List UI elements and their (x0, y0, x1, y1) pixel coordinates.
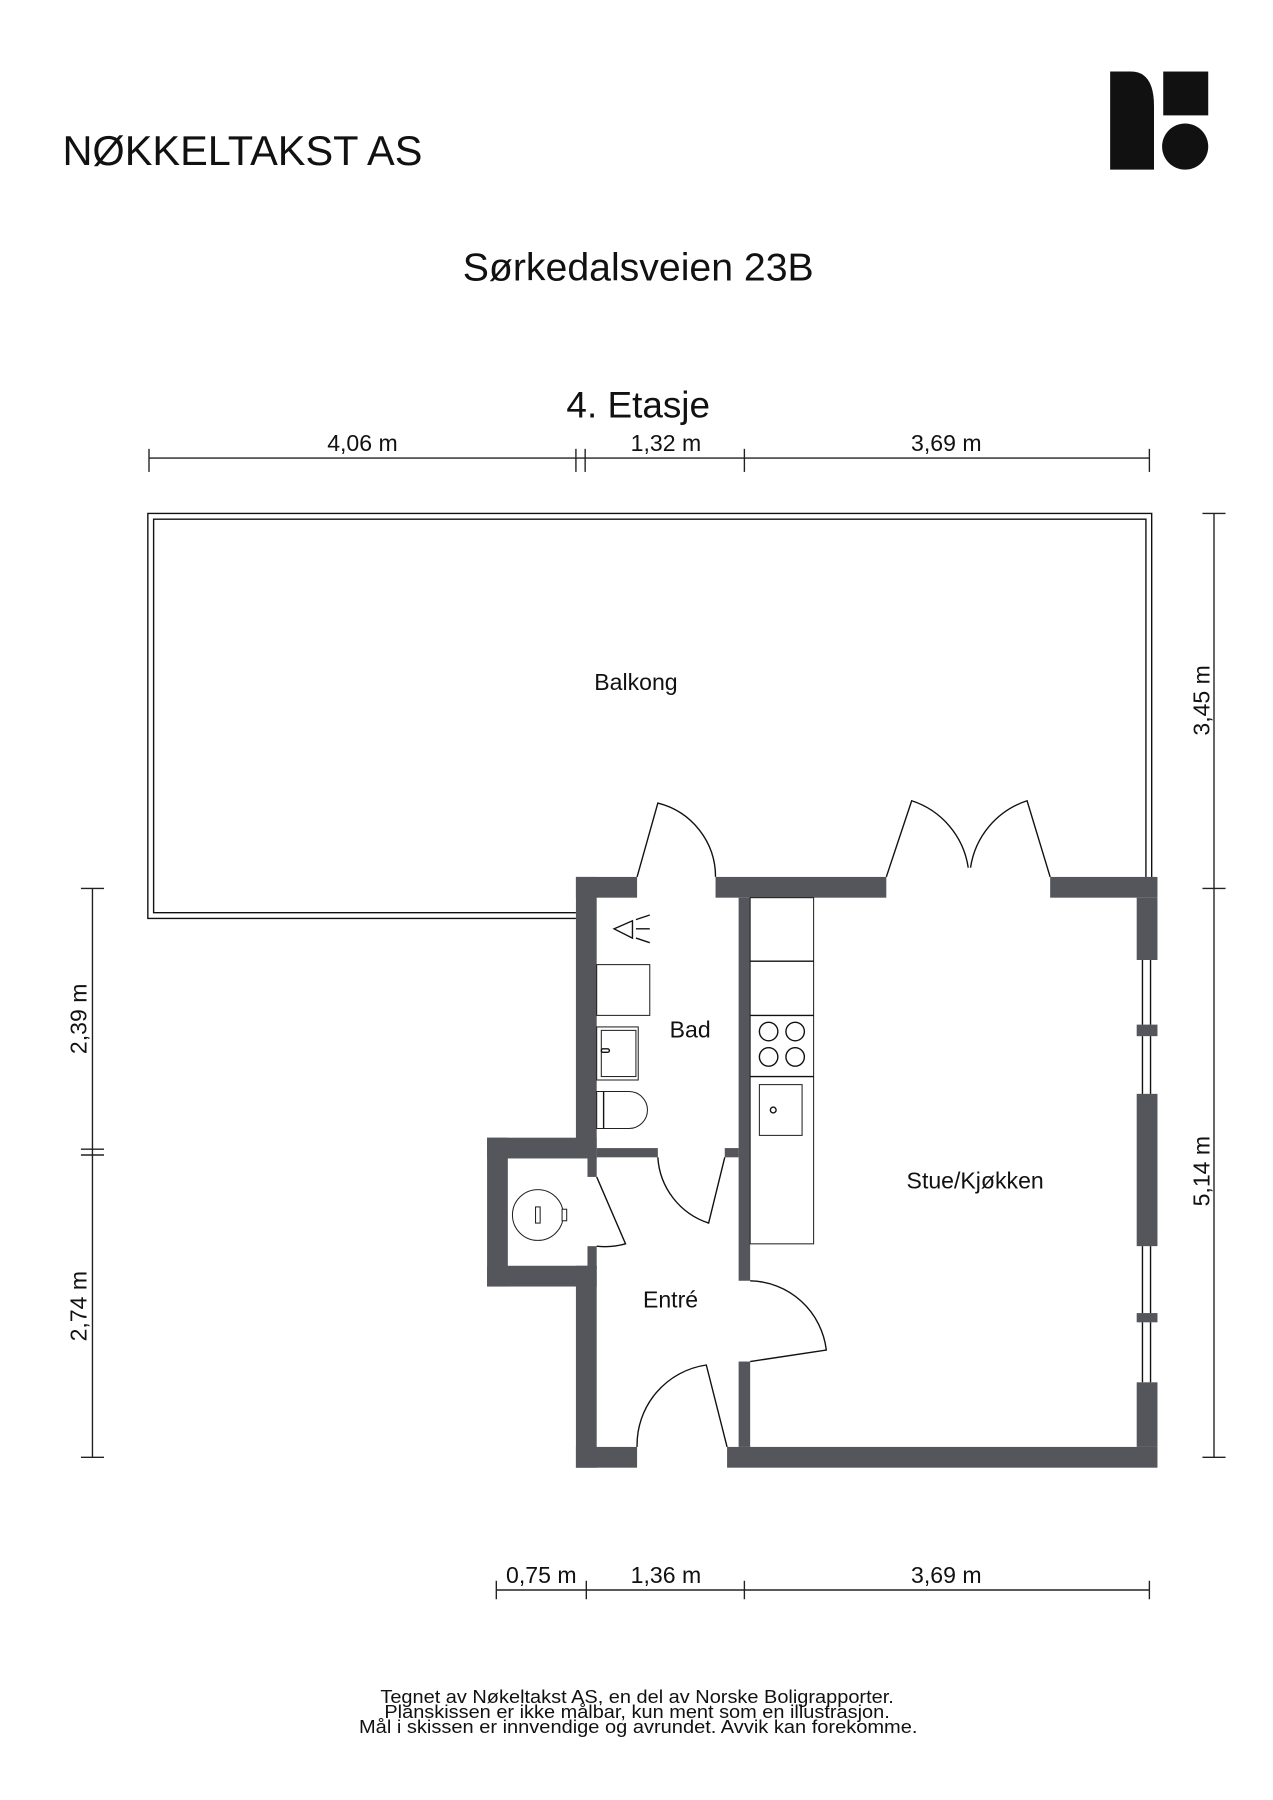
dim-left-1: 2,39 m (66, 984, 92, 1055)
dim-bottom-1: 0,75 m (506, 1562, 577, 1588)
room-label-bathroom: Bad (670, 1016, 711, 1042)
footer-line-2: Planskissen er ikke målbar, kun ment som… (384, 1701, 889, 1722)
bathroom-sink-icon (596, 1026, 639, 1081)
walls (487, 876, 1158, 1468)
footer-disclaimer: Tegnet av Nøkeltakst AS, en del av Norsk… (359, 1686, 917, 1737)
windows (1141, 959, 1152, 1383)
bottom-dimension-line (495, 1580, 1151, 1600)
company-name: NØKKELTAKST AS (62, 127, 422, 174)
washing-machine-icon (596, 964, 651, 1016)
top-dimension-line (148, 448, 1151, 472)
dim-top-3: 3,69 m (911, 430, 982, 456)
shower-icon (612, 914, 650, 944)
stove-icon (758, 1021, 806, 1067)
room-label-living-kitchen: Stue/Kjøkken (907, 1167, 1044, 1193)
address-title: Sørkedalsveien 23B (463, 245, 814, 289)
dim-bottom-2: 1,36 m (631, 1562, 702, 1588)
dim-left-2: 2,74 m (66, 1271, 92, 1342)
dim-bottom-3: 3,69 m (911, 1562, 982, 1588)
kitchen-sink-icon (758, 1084, 803, 1136)
bath-balcony-door (636, 802, 717, 878)
company-logo (1110, 71, 1209, 170)
right-dimension-line (1202, 512, 1226, 1458)
dim-top-1: 4,06 m (327, 430, 398, 456)
living-balcony-double-door (885, 799, 1051, 878)
kitchen-counter (749, 897, 815, 1245)
dim-right-2: 5,14 m (1188, 1136, 1214, 1207)
footer-line-3: Mål i skissen er innvendige og avrundet.… (359, 1716, 917, 1737)
footer-line-1: Tegnet av Nøkeltakst AS, en del av Norsk… (380, 1686, 893, 1707)
water-heater-icon (511, 1189, 568, 1241)
room-label-entrance: Entré (643, 1286, 698, 1312)
floor-title: 4. Etasje (566, 385, 710, 426)
closet-door (596, 1176, 627, 1248)
left-dimension-line (80, 887, 104, 1458)
room-label-balcony: Balkong (594, 669, 677, 695)
dim-right-1: 3,45 m (1188, 665, 1214, 736)
living-room-door (750, 1280, 828, 1363)
balcony-outline (147, 512, 1153, 920)
dim-top-2: 1,32 m (631, 430, 702, 456)
toilet-icon (596, 1091, 648, 1129)
entrance-door (636, 1364, 728, 1448)
bath-door (657, 1157, 726, 1224)
